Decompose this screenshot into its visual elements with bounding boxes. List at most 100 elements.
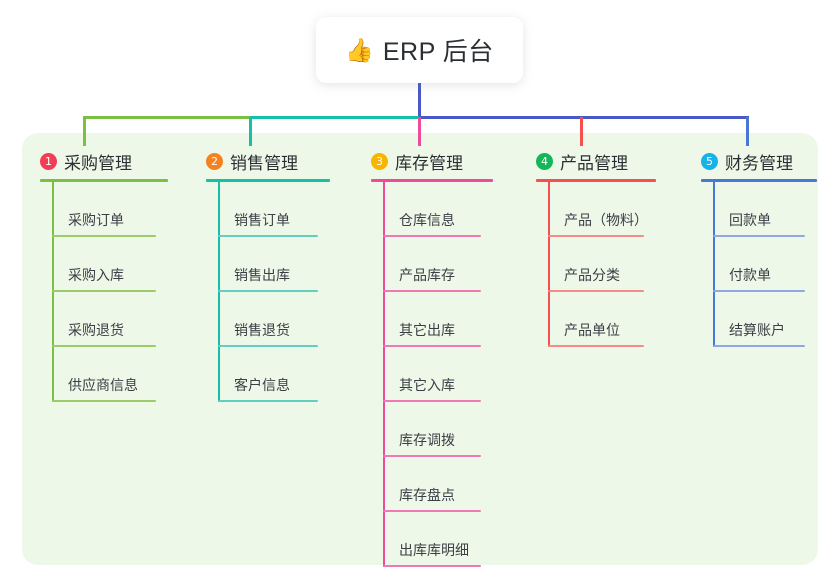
- branch-leaf-list: 仓库信息产品库存其它出库其它入库库存调拨库存盘点出库库明细: [371, 182, 493, 567]
- root-node[interactable]: 👍 ERP 后台: [316, 17, 523, 83]
- branch-column-1: 1 采购管理采购订单采购入库采购退货供应商信息: [40, 146, 168, 402]
- leaf-node[interactable]: 产品分类: [536, 237, 656, 292]
- leaf-node[interactable]: 产品（物料）: [536, 182, 656, 237]
- root-title: ERP 后台: [382, 38, 494, 66]
- leaf-node[interactable]: 结算账户: [701, 292, 817, 347]
- leaf-rule: [52, 400, 156, 402]
- branch-number-badge: 2: [206, 152, 223, 170]
- leaf-node[interactable]: 产品单位: [536, 292, 656, 347]
- leaf-label: 付款单: [729, 267, 771, 283]
- leaf-rule: [52, 345, 156, 347]
- branch-title: 销售管理: [230, 153, 298, 173]
- branch-header-rule: [701, 179, 817, 182]
- branch-header-1[interactable]: 1 采购管理: [40, 146, 168, 176]
- leaf-label: 结算账户: [729, 322, 785, 338]
- leaf-rule: [713, 235, 805, 237]
- leaf-label: 其它出库: [399, 322, 455, 338]
- branch-number-badge: 1: [40, 152, 57, 170]
- leaf-rule: [548, 290, 644, 292]
- leaf-rule: [52, 235, 156, 237]
- leaf-label: 产品单位: [564, 322, 620, 338]
- leaf-label: 采购退货: [68, 322, 124, 338]
- branch-column-5: 5 财务管理回款单付款单结算账户: [701, 146, 817, 347]
- branch-column-4: 4 产品管理产品（物料） 产品分类产品单位: [536, 146, 656, 347]
- leaf-label: 产品分类: [564, 267, 620, 283]
- leaf-label: 回款单: [729, 212, 771, 228]
- branch-spine: [52, 182, 54, 402]
- leaf-node[interactable]: 采购入库: [40, 237, 168, 292]
- leaf-node[interactable]: 产品库存: [371, 237, 493, 292]
- leaf-node[interactable]: 库存调拨: [371, 402, 493, 457]
- leaf-node[interactable]: 采购退货: [40, 292, 168, 347]
- leaf-rule: [52, 290, 156, 292]
- leaf-node[interactable]: 库存盘点: [371, 457, 493, 512]
- leaf-rule: [713, 345, 805, 347]
- leaf-node[interactable]: 付款单: [701, 237, 817, 292]
- thumbs-up-icon: 👍: [345, 36, 374, 63]
- branch-header-4[interactable]: 4 产品管理: [536, 146, 656, 176]
- diagram-background-panel: [22, 133, 818, 565]
- leaf-label: 销售订单: [234, 212, 290, 228]
- branch-header-rule: [371, 179, 493, 182]
- leaf-rule: [548, 235, 644, 237]
- leaf-node[interactable]: 其它出库: [371, 292, 493, 347]
- branch-title: 产品管理: [560, 153, 628, 173]
- leaf-label: 销售退货: [234, 322, 290, 338]
- leaf-label: 其它入库: [399, 377, 455, 393]
- leaf-rule: [383, 235, 481, 237]
- leaf-node[interactable]: 采购订单: [40, 182, 168, 237]
- branch-title: 财务管理: [725, 153, 793, 173]
- leaf-node[interactable]: 出库库明细: [371, 512, 493, 567]
- leaf-node[interactable]: 仓库信息: [371, 182, 493, 237]
- leaf-label: 采购入库: [68, 267, 124, 283]
- leaf-node[interactable]: 其它入库: [371, 347, 493, 402]
- leaf-node[interactable]: 销售订单: [206, 182, 330, 237]
- branch-number-badge: 5: [701, 152, 718, 170]
- leaf-node[interactable]: 回款单: [701, 182, 817, 237]
- leaf-label: 产品（物料）: [564, 212, 648, 228]
- leaf-rule: [218, 345, 318, 347]
- leaf-rule: [548, 345, 644, 347]
- branch-number-badge: 3: [371, 152, 388, 170]
- leaf-label: 销售出库: [234, 267, 290, 283]
- branch-header-2[interactable]: 2 销售管理: [206, 146, 330, 176]
- leaf-label: 供应商信息: [68, 377, 138, 393]
- branch-leaf-list: 产品（物料） 产品分类产品单位: [536, 182, 656, 347]
- leaf-node[interactable]: 销售退货: [206, 292, 330, 347]
- leaf-label: 客户信息: [234, 377, 290, 393]
- leaf-node[interactable]: 销售出库: [206, 237, 330, 292]
- branch-title: 采购管理: [64, 153, 132, 173]
- leaf-label: 库存盘点: [399, 487, 455, 503]
- leaf-label: 库存调拨: [399, 432, 455, 448]
- branch-header-rule: [40, 179, 168, 182]
- leaf-rule: [218, 290, 318, 292]
- branch-spine: [218, 182, 220, 402]
- leaf-rule: [383, 455, 481, 457]
- branch-leaf-list: 回款单付款单结算账户: [701, 182, 817, 347]
- branch-column-2: 2 销售管理销售订单销售出库销售退货客户信息: [206, 146, 330, 402]
- leaf-rule: [383, 565, 481, 567]
- branch-leaf-list: 采购订单采购入库采购退货供应商信息: [40, 182, 168, 402]
- leaf-rule: [218, 400, 318, 402]
- branch-spine: [713, 182, 715, 347]
- leaf-rule: [218, 235, 318, 237]
- branch-leaf-list: 销售订单销售出库销售退货客户信息: [206, 182, 330, 402]
- leaf-rule: [713, 290, 805, 292]
- leaf-rule: [383, 400, 481, 402]
- branch-header-rule: [536, 179, 656, 182]
- leaf-rule: [383, 290, 481, 292]
- leaf-rule: [383, 510, 481, 512]
- branch-header-rule: [206, 179, 330, 182]
- leaf-label: 采购订单: [68, 212, 124, 228]
- branch-number-badge: 4: [536, 152, 553, 170]
- leaf-node[interactable]: 客户信息: [206, 347, 330, 402]
- leaf-node[interactable]: 供应商信息: [40, 347, 168, 402]
- leaf-rule: [383, 345, 481, 347]
- branch-spine: [383, 182, 385, 567]
- branch-spine: [548, 182, 550, 347]
- leaf-label: 仓库信息: [399, 212, 455, 228]
- branch-header-5[interactable]: 5 财务管理: [701, 146, 817, 176]
